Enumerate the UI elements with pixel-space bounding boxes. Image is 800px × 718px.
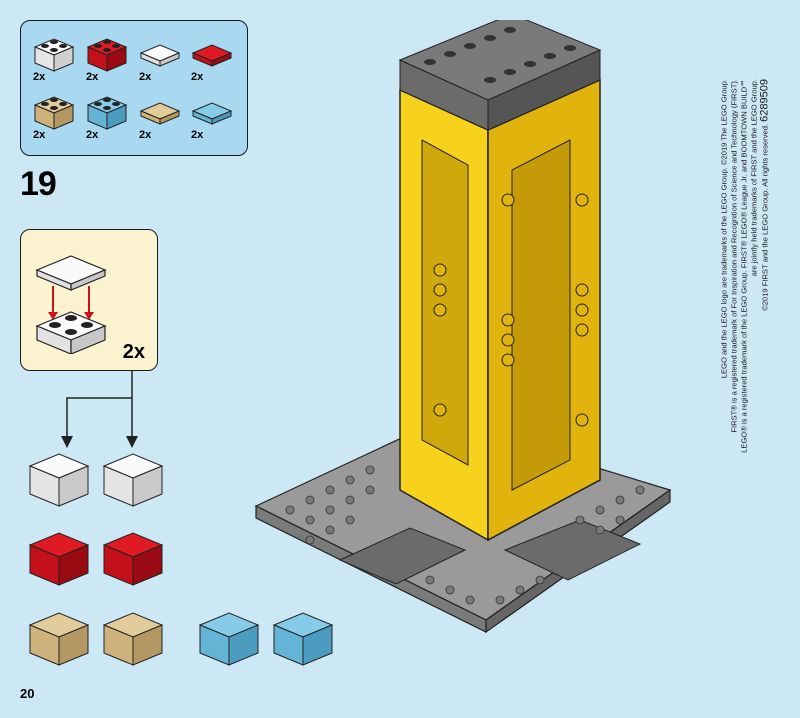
page-number: 20 [20, 686, 35, 701]
azure-brick-2x2-icon [86, 96, 128, 130]
legal-line-3: LEGO® is a registered trademark of the L… [739, 79, 749, 453]
red-tile-2x2-icon [191, 44, 233, 67]
legal-line-2: FIRST® is a registered trademark of For … [729, 79, 739, 433]
white-brick-2x2-icon [33, 38, 75, 72]
red-cube-icon [102, 532, 164, 586]
part-qty-6: 2x [86, 129, 99, 141]
part-qty-4: 2x [191, 71, 204, 83]
tan-tile-2x2-icon [139, 102, 181, 125]
part-qty-3: 2x [139, 71, 152, 83]
tan-cube-icon [28, 612, 90, 666]
white-cube-icon [28, 453, 90, 507]
tan-brick-2x2-icon [33, 96, 75, 130]
tan-cube-icon [102, 612, 164, 666]
white-cube-icon [102, 453, 164, 507]
red-cube-icon [28, 532, 90, 586]
white-tile-2x2-icon [139, 44, 181, 67]
product-code: 6289509 [758, 79, 771, 122]
sub-assembly-callout: 2x [20, 229, 158, 371]
azure-tile-2x2-icon [191, 102, 233, 125]
azure-cube-icon [198, 612, 260, 666]
tower-model-illustration [254, 20, 672, 634]
part-qty-7: 2x [139, 129, 152, 141]
legal-line-4: are jointly held trademarks of FIRST and… [749, 79, 759, 277]
part-qty-8: 2x [191, 129, 204, 141]
legal-line-1: LEGO and the LEGO logo are trademarks of… [719, 79, 729, 379]
parts-callout: 2x 2x 2x 2x 2x 2x 2x [20, 20, 248, 156]
part-qty-1: 2x [33, 71, 46, 83]
red-brick-2x2-icon [86, 38, 128, 72]
part-qty-2: 2x [86, 71, 99, 83]
sub-assembly-qty: 2x [122, 341, 145, 363]
azure-cube-icon [272, 612, 334, 666]
tile-on-brick-icon [35, 255, 107, 354]
step-number: 19 [20, 165, 57, 203]
part-qty-5: 2x [33, 129, 46, 141]
legal-line-5: ©2019 FIRST and the LEGO Group. All righ… [760, 123, 770, 311]
legal-notice: LEGO and the LEGO logo are trademarks of… [700, 0, 790, 718]
